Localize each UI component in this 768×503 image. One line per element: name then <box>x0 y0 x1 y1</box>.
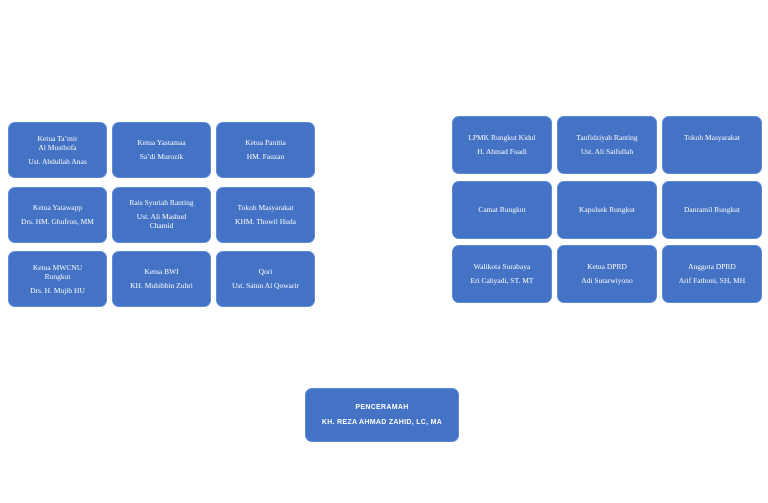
box-camat-rungkut: Camat Rungkut <box>452 180 552 239</box>
speaker-name: KH. REZA AHMAD ZAHID, LC, MA <box>321 418 443 426</box>
box-title: Walikota Surabaya <box>473 262 531 272</box>
box-name: KH. Muhibbin Zuhri <box>130 281 193 291</box>
box-walikota-surabaya: Walikota Surabaya Eri Cahyadi, ST. MT <box>452 245 552 303</box>
box-ketua-dprd: Ketua DPRD Adi Sutarwiyono <box>557 245 657 303</box>
box-danramil-rungkut: Danramil Rungkut <box>662 180 762 239</box>
box-ketua-bwi: Ketua BWI KH. Muhibbin Zuhri <box>112 251 211 307</box>
box-name <box>711 147 713 156</box>
box-ketua-tamir: Ketua Ta’mir Al Musthofa Ust. Abdullah A… <box>8 122 107 178</box>
box-name: Drs. HM. Ghufron, MM <box>21 216 94 226</box>
box-title: LPMK Rungkut Kidul <box>468 133 536 143</box>
box-name: Ust. Ali Mashud Chamid <box>136 212 187 231</box>
box-title: Ketua Yatawapp <box>32 202 83 212</box>
speaker-title: PENCERAMAH <box>355 404 409 412</box>
box-name: Sa’di Murozik <box>139 152 184 162</box>
box-ketua-mwcnu-rungkut: Ketua MWCNU Rungkut Drs. H. Mujib HU <box>8 251 107 307</box>
box-title: Camat Rungkut <box>478 204 526 214</box>
box-title: Qori <box>258 267 273 277</box>
box-name: Ust. Satun Al Qowarir <box>231 281 300 291</box>
box-title: Tanfidziyah Ranting <box>576 133 638 143</box>
box-title: Ketua Panitia <box>245 138 286 148</box>
speaker-box: PENCERAMAH KH. REZA AHMAD ZAHID, LC, MA <box>305 388 459 442</box>
box-name: HM. Fauzan <box>246 152 285 162</box>
box-title: Anggota DPRD <box>688 262 736 272</box>
box-title: Kapolsek Rungkut <box>578 204 636 214</box>
box-name: Drs. H. Mujib HU <box>30 285 85 295</box>
box-name: Adi Sutarwiyono <box>581 276 633 286</box>
box-qori: Qori Ust. Satun Al Qowarir <box>216 251 315 307</box>
box-ketua-yatawapp: Ketua Yatawapp Drs. HM. Ghufron, MM <box>8 186 107 243</box>
box-tanfidziyah-ranting: Tanfidziyah Ranting Ust. Ali Saifullah <box>557 116 657 174</box>
box-title: Tokoh Masyarakat <box>684 133 740 143</box>
box-tokoh-masyarakat-left: Tokoh Masyarakat KHM. Thowil Huda <box>216 186 315 243</box>
box-name: Arif Fathoni, SH, MH <box>678 276 746 286</box>
right-guest-grid: LPMK Rungkut Kidul H. Ahmad Fuadi Tanfid… <box>452 116 762 303</box>
box-name: Ust. Ali Saifullah <box>580 147 634 157</box>
box-name: H. Ahmad Fuadi <box>477 147 527 157</box>
box-tokoh-masyarakat-right: Tokoh Masyarakat <box>662 116 762 174</box>
box-title: Rais Syuriah Ranting <box>129 198 194 208</box>
box-title: Tokoh Masyarakat <box>237 202 294 212</box>
box-title: Danramil Rungkut <box>683 204 741 214</box>
box-lpmk-rungkut-kidul: LPMK Rungkut Kidul H. Ahmad Fuadi <box>452 116 552 174</box>
box-title: Ketua BWI <box>144 267 179 277</box>
box-ketua-panitia: Ketua Panitia HM. Fauzan <box>216 122 315 178</box>
box-title: Ketua MWCNU Rungkut <box>32 262 83 282</box>
box-anggota-dprd: Anggota DPRD Arif Fathoni, SH, MH <box>662 245 762 303</box>
box-title: Ketua Yastamaa <box>137 138 186 148</box>
box-ketua-yastamaa: Ketua Yastamaa Sa’di Murozik <box>112 122 211 178</box>
box-name: Eri Cahyadi, ST. MT <box>470 276 534 286</box>
box-title: Ketua Ta’mir Al Musthofa <box>37 133 78 153</box>
box-name: Ust. Abdullah Anas <box>28 156 87 166</box>
box-kapolsek-rungkut: Kapolsek Rungkut <box>557 180 657 239</box>
left-guest-grid: Ketua Ta’mir Al Musthofa Ust. Abdullah A… <box>8 122 315 307</box>
box-rais-syuriah-ranting: Rais Syuriah Ranting Ust. Ali Mashud Cha… <box>112 186 211 243</box>
box-title: Ketua DPRD <box>587 262 627 272</box>
box-name: KHM. Thowil Huda <box>235 216 296 226</box>
